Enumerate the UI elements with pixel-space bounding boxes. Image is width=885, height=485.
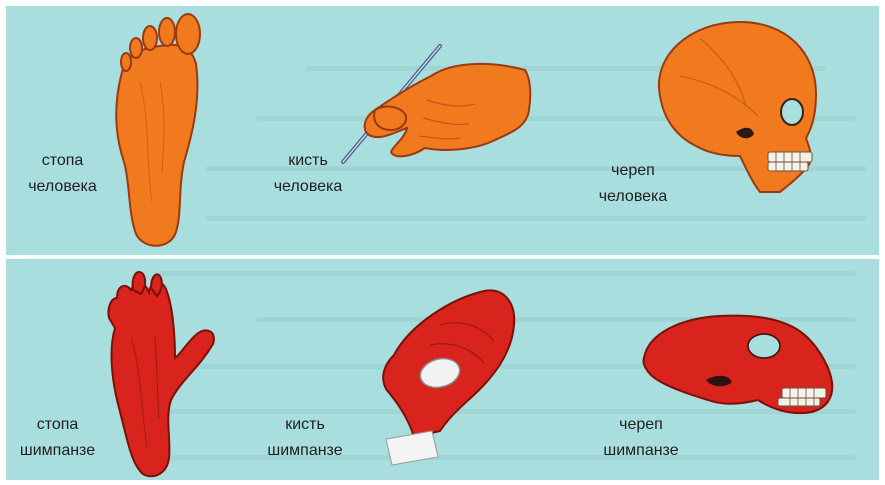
label-human-foot: стопа человека	[10, 148, 115, 200]
label-line: кисть	[250, 412, 360, 438]
label-human-hand: кисть человека	[258, 148, 358, 200]
human-hand-icon	[335, 40, 535, 170]
label-line: стопа	[5, 412, 110, 438]
label-line: человека	[258, 174, 358, 200]
label-chimp-skull: череп шимпанзе	[586, 412, 696, 464]
label-line: человека	[583, 184, 683, 210]
label-chimp-hand: кисть шимпанзе	[250, 412, 360, 464]
label-line: череп	[586, 412, 696, 438]
label-line: стопа	[10, 148, 115, 174]
chimp-skull-icon	[640, 312, 840, 420]
human-foot-icon	[100, 12, 210, 252]
label-line: шимпанзе	[250, 438, 360, 464]
chimp-foot-icon	[95, 268, 225, 478]
label-human-skull: череп человека	[583, 158, 683, 210]
label-line: человека	[10, 174, 115, 200]
chimp-hand-icon	[370, 285, 520, 465]
label-line: шимпанзе	[586, 438, 696, 464]
background-print-line	[206, 216, 866, 221]
background-print-line	[156, 271, 856, 276]
label-chimp-foot: стопа шимпанзе	[5, 412, 110, 464]
label-line: череп	[583, 158, 683, 184]
label-line: кисть	[258, 148, 358, 174]
label-line: шимпанзе	[5, 438, 110, 464]
